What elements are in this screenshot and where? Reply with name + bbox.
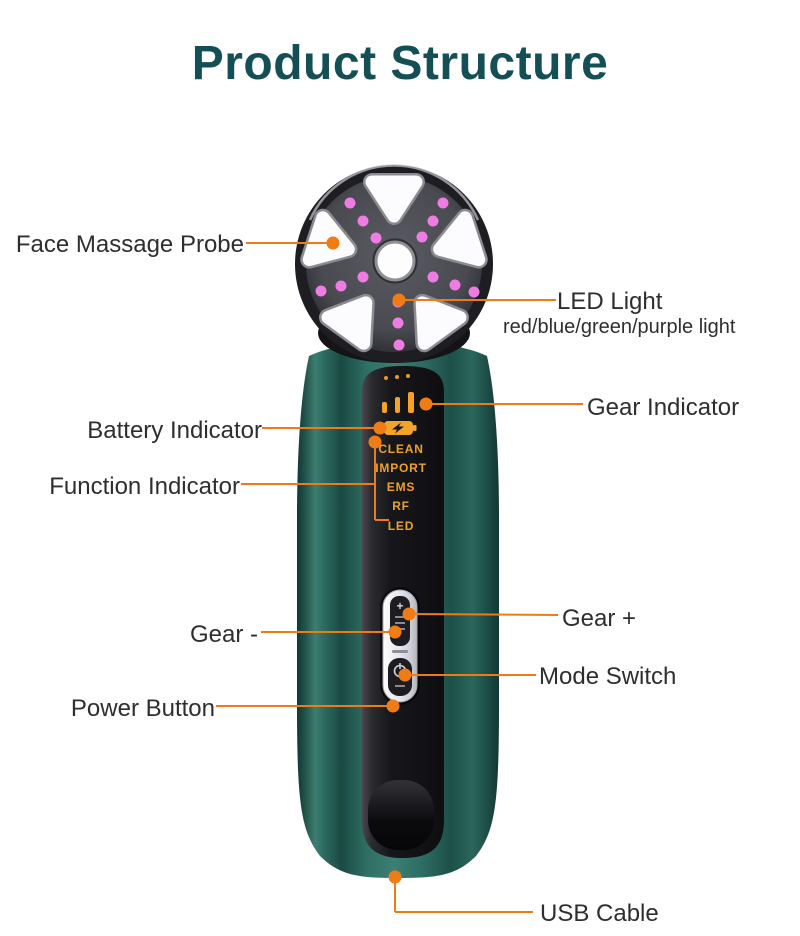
callout-dot-power-button (386, 699, 400, 713)
led-dot (315, 285, 327, 297)
center-electrode-ring (372, 238, 418, 284)
led-dots (315, 197, 480, 351)
gear-bar (395, 397, 400, 413)
massage-head (295, 164, 493, 363)
led-dot (437, 197, 449, 209)
function-indicator-labels: CLEAN IMPORT EMS RF LED (375, 442, 426, 533)
petal (430, 208, 488, 269)
callout-dot-mode-switch (398, 668, 412, 682)
led-dot (427, 271, 439, 283)
led-dot (370, 232, 382, 244)
gear-indicator-bars (382, 392, 414, 413)
led-dot (416, 231, 428, 243)
center-electrode (374, 240, 416, 282)
petal (413, 293, 469, 353)
callout-dot-gear-plus (402, 607, 416, 621)
battery-icon (384, 421, 417, 435)
callout-dot-function-indicator (368, 435, 382, 449)
callout-dot-gear-indicator (419, 397, 433, 411)
led-dot (392, 317, 404, 329)
label-led-light: LED Light (557, 288, 663, 315)
led-dot (335, 280, 347, 292)
label-led-light-sub: red/blue/green/purple light (503, 316, 736, 338)
function-label-import: IMPORT (375, 461, 426, 475)
button-divider (392, 650, 408, 653)
gear-plus-mark: + (396, 599, 403, 613)
panel-top-dots (384, 374, 410, 380)
callout-dots (326, 236, 433, 884)
led-dot (449, 279, 461, 291)
led-dot (344, 197, 356, 209)
label-power-button: Power Button (70, 695, 215, 722)
page-title: Product Structure (191, 37, 609, 90)
function-label-ems: EMS (387, 480, 415, 494)
function-label-rf: RF (392, 499, 410, 513)
callout-dot-gear-minus (388, 625, 402, 639)
face-probe-petals (300, 173, 488, 353)
led-dot (357, 271, 369, 283)
callout-line-gear-plus (408, 613, 559, 616)
callout-dot-usb-cable (388, 870, 402, 884)
button-cluster: + (380, 587, 420, 705)
petal (319, 293, 375, 353)
label-gear-indicator: Gear Indicator (587, 394, 740, 421)
label-gear-minus: Gear - (189, 621, 258, 648)
label-face-massage-probe: Face Massage Probe (15, 231, 244, 258)
function-label-led: LED (388, 519, 414, 533)
rim-highlight (308, 164, 480, 221)
gear-rocker-button: + (390, 596, 410, 646)
led-dot (393, 339, 405, 351)
label-battery-indicator: Battery Indicator (87, 417, 262, 444)
label-usb-cable: USB Cable (540, 900, 659, 927)
led-dot (468, 286, 480, 298)
usb-port (368, 780, 434, 850)
label-mode-switch: Mode Switch (539, 663, 677, 690)
led-dot (357, 215, 369, 227)
callout-dot-face-massage-probe (326, 236, 340, 250)
callout-dot-battery-indicator (373, 421, 387, 435)
label-gear-plus: Gear + (562, 605, 637, 632)
callout-lines (216, 242, 583, 913)
gear-bar (408, 392, 414, 413)
led-dot (427, 215, 439, 227)
gear-bar (382, 402, 387, 413)
function-label-clean: CLEAN (378, 442, 423, 456)
callout-dot-led-light (392, 293, 406, 307)
petal (363, 173, 425, 225)
label-function-indicator: Function Indicator (49, 473, 240, 500)
